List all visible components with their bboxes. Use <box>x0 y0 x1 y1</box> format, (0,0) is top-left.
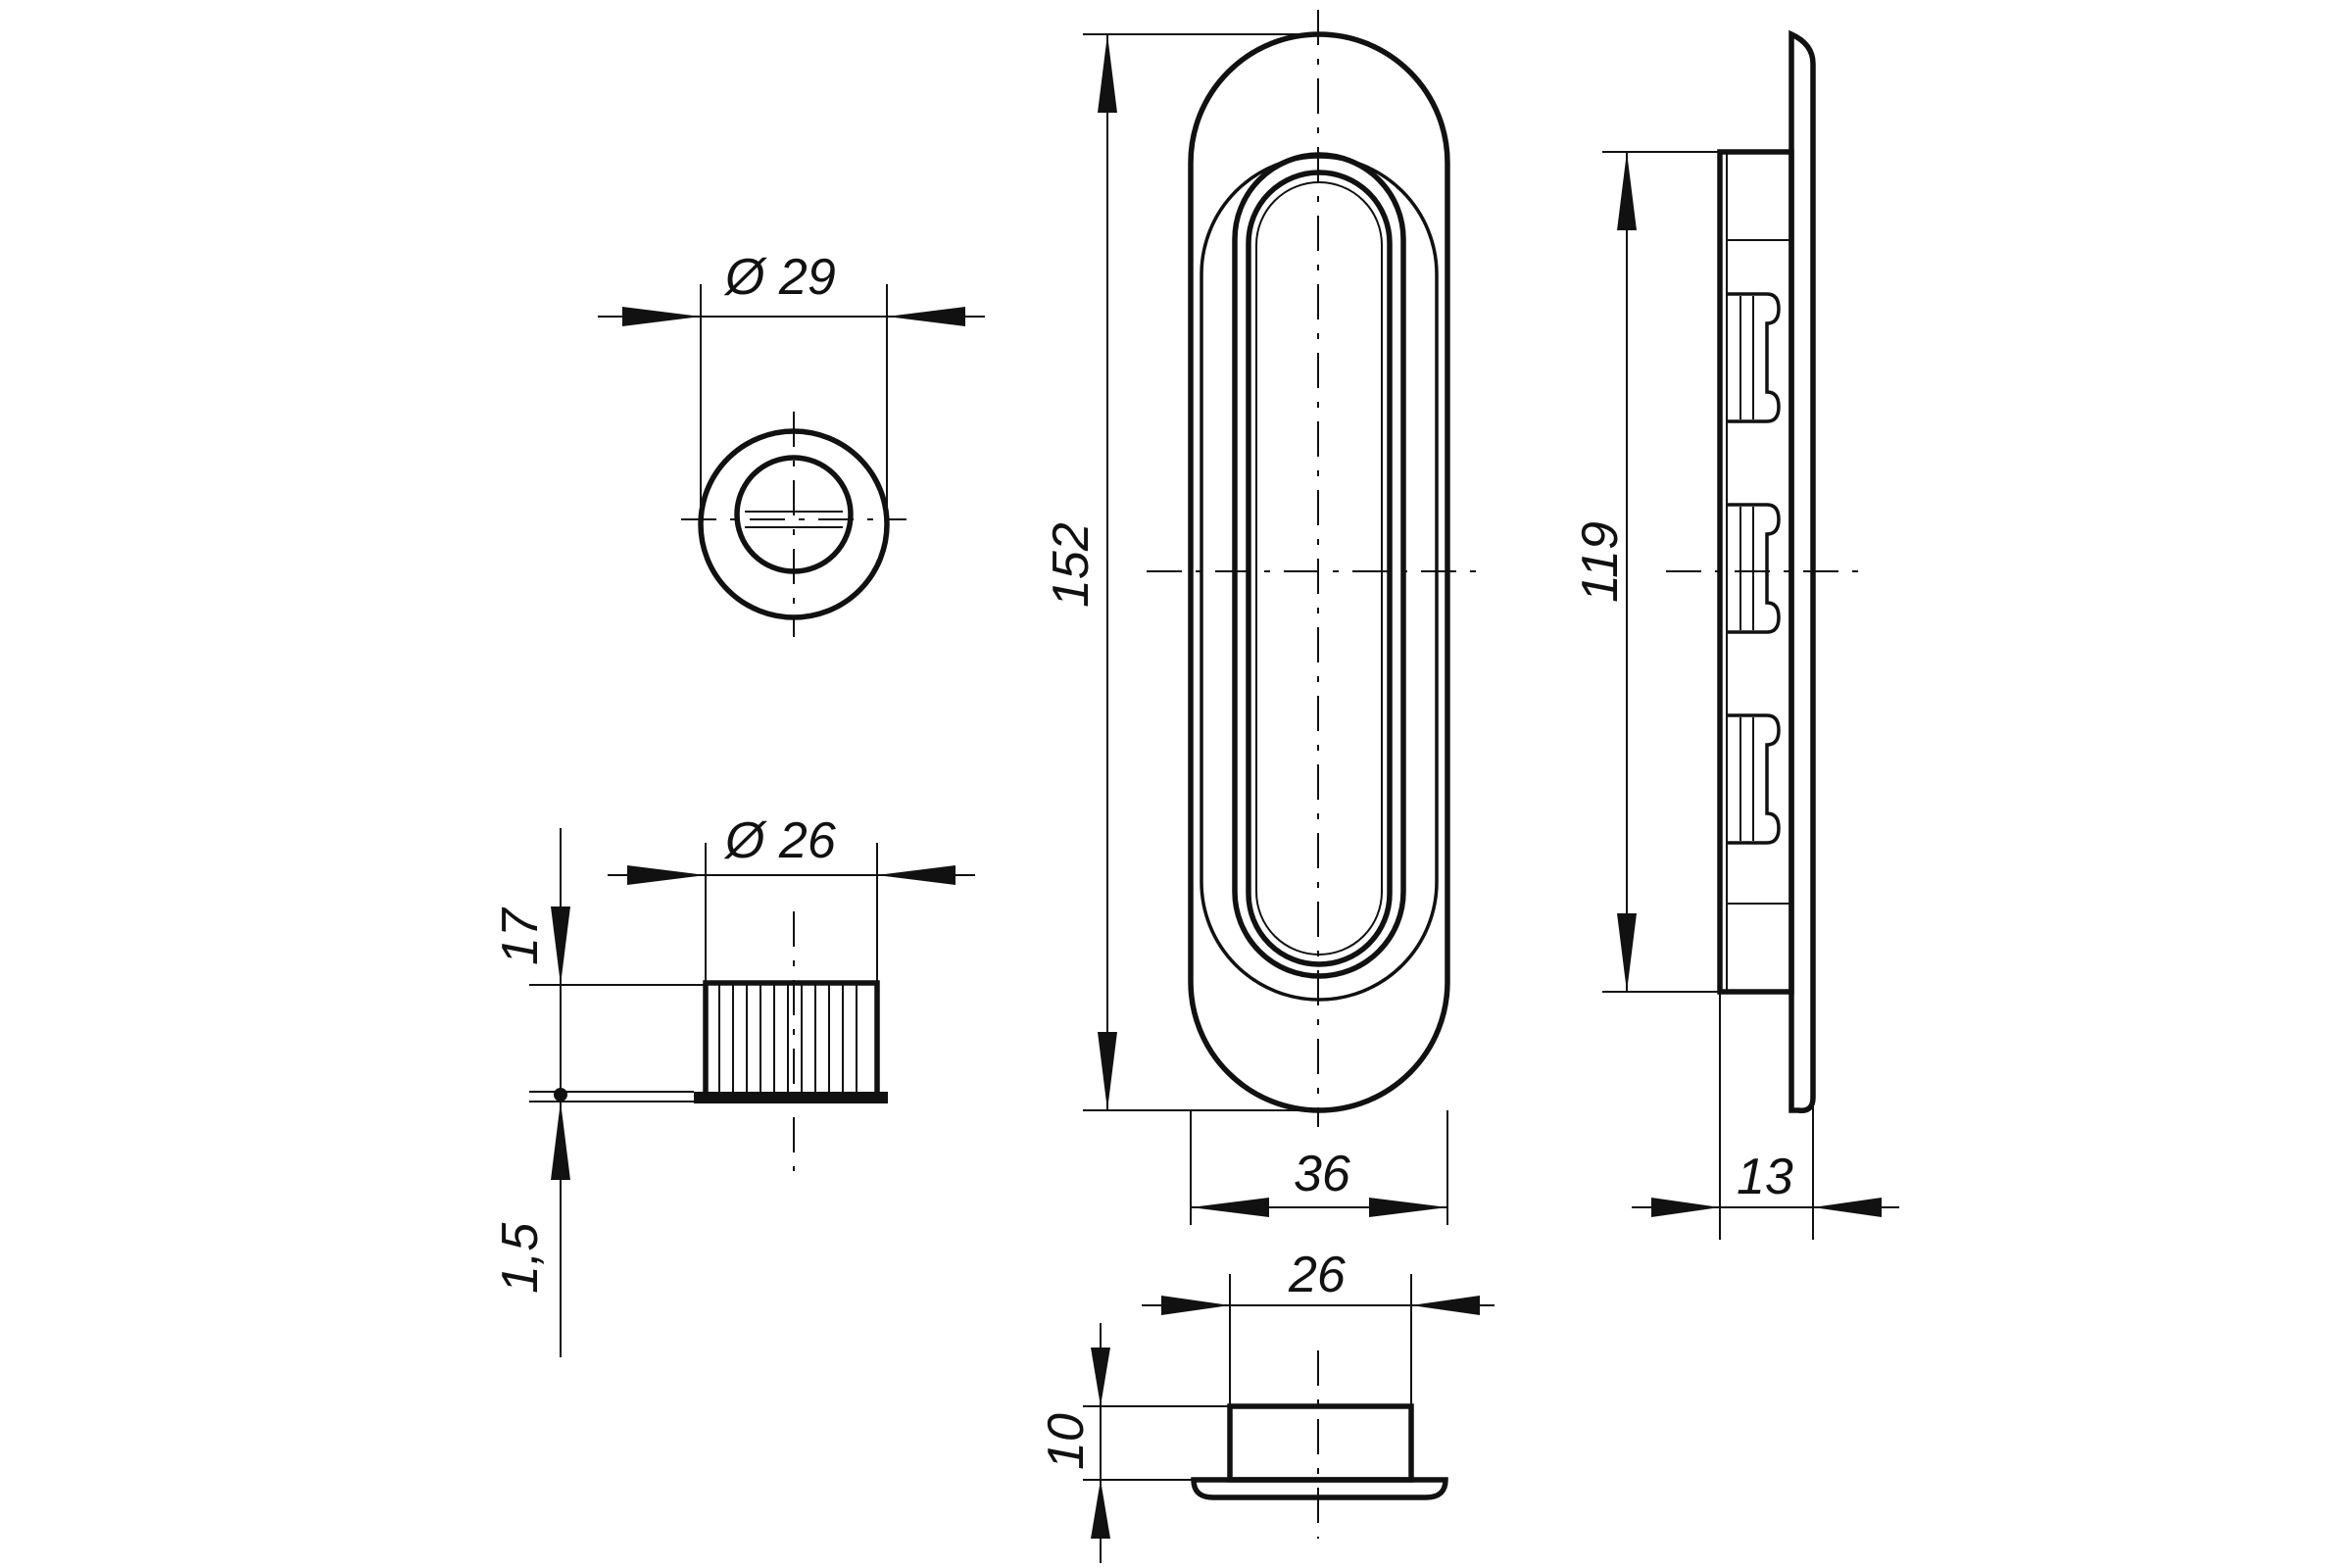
cap-height-label: 17 <box>492 906 549 965</box>
handle-bottom-width-label: 26 <box>1288 1247 1346 1303</box>
cap-inner-diameter-label: Ø 26 <box>723 812 836 869</box>
handle-length-label: 152 <box>1043 522 1100 608</box>
handle-bottom-view: 26 10 <box>1038 1247 1494 1563</box>
cap-top-view: Ø 29 <box>598 249 985 637</box>
cap-side-view: Ø 26 17 1,5 <box>492 812 975 1357</box>
handle-width-label: 36 <box>1294 1146 1350 1202</box>
handle-side-view: 119 13 <box>1572 29 1899 1240</box>
handle-front-view: 152 36 <box>1043 10 1485 1225</box>
cap-flange-label: 1,5 <box>492 1222 549 1294</box>
handle-bottom-depth-label: 10 <box>1038 1413 1095 1470</box>
side-depth-label: 13 <box>1737 1149 1793 1205</box>
cap-outer-diameter-label: Ø 29 <box>723 249 836 306</box>
side-length-label: 119 <box>1572 521 1629 603</box>
